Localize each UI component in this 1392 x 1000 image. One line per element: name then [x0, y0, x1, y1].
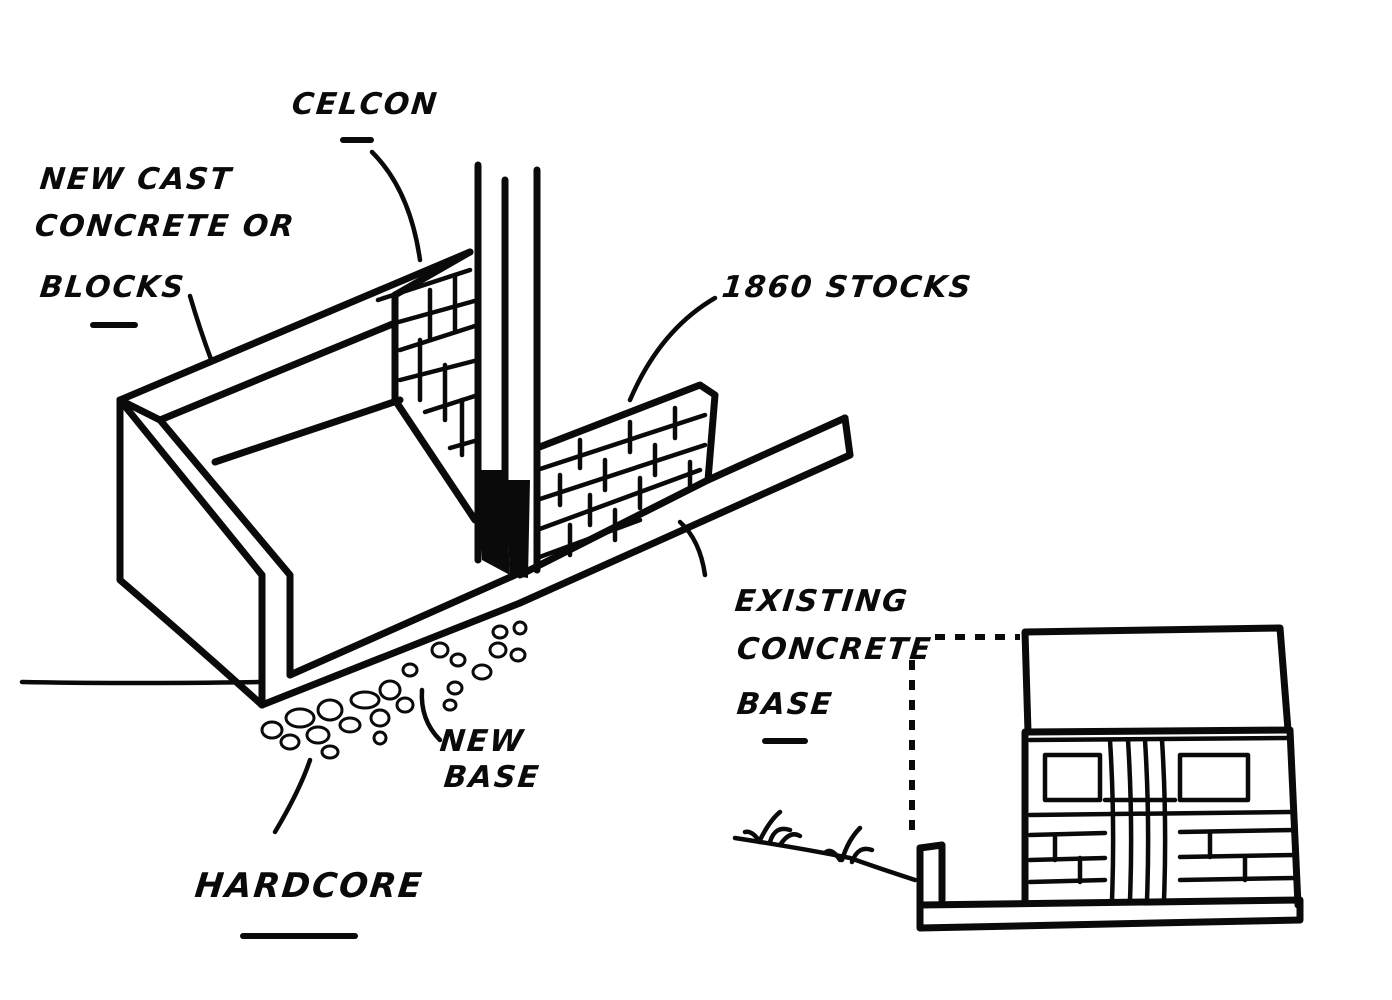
new-cast-wall: [116, 248, 524, 709]
label-existing-underline: [762, 738, 808, 744]
label-stocks: 1860 STOCKS: [720, 270, 975, 305]
label-new-base-1: NEW: [438, 724, 527, 759]
label-hardcore-underline: [240, 933, 358, 939]
leader-existing: [677, 519, 708, 578]
hardcore-rubble: [260, 620, 528, 760]
vertical-post: [474, 161, 541, 578]
label-new-cast-1: NEW CAST: [38, 162, 235, 197]
label-new-cast-underline: [90, 322, 138, 328]
label-existing-3: BASE: [735, 687, 836, 722]
grass-tufts: [742, 809, 875, 865]
leader-celcon: [369, 149, 423, 263]
label-new-cast-3: BLOCKS: [38, 270, 188, 305]
stocks-brick-wall: [516, 381, 719, 579]
leader-stocks: [627, 295, 718, 403]
label-existing-2: CONCRETE: [735, 632, 935, 667]
elevation-inset: [909, 624, 1304, 932]
leader-hardcore: [272, 757, 313, 835]
label-celcon: CELCON: [290, 87, 441, 122]
leader-new-base: [419, 687, 443, 743]
label-celcon-underline: [340, 137, 374, 143]
celcon-blocks: [375, 248, 481, 524]
ground-line-right: [732, 835, 918, 883]
label-hardcore: HARDCORE: [192, 866, 426, 906]
label-new-base-2: BASE: [442, 760, 543, 795]
label-new-cast-2: CONCRETE OR: [33, 209, 298, 244]
ground-line-left: [19, 679, 263, 686]
label-existing-1: EXISTING: [733, 584, 911, 619]
leader-new-cast: [187, 293, 215, 365]
existing-concrete-base: [516, 414, 854, 607]
